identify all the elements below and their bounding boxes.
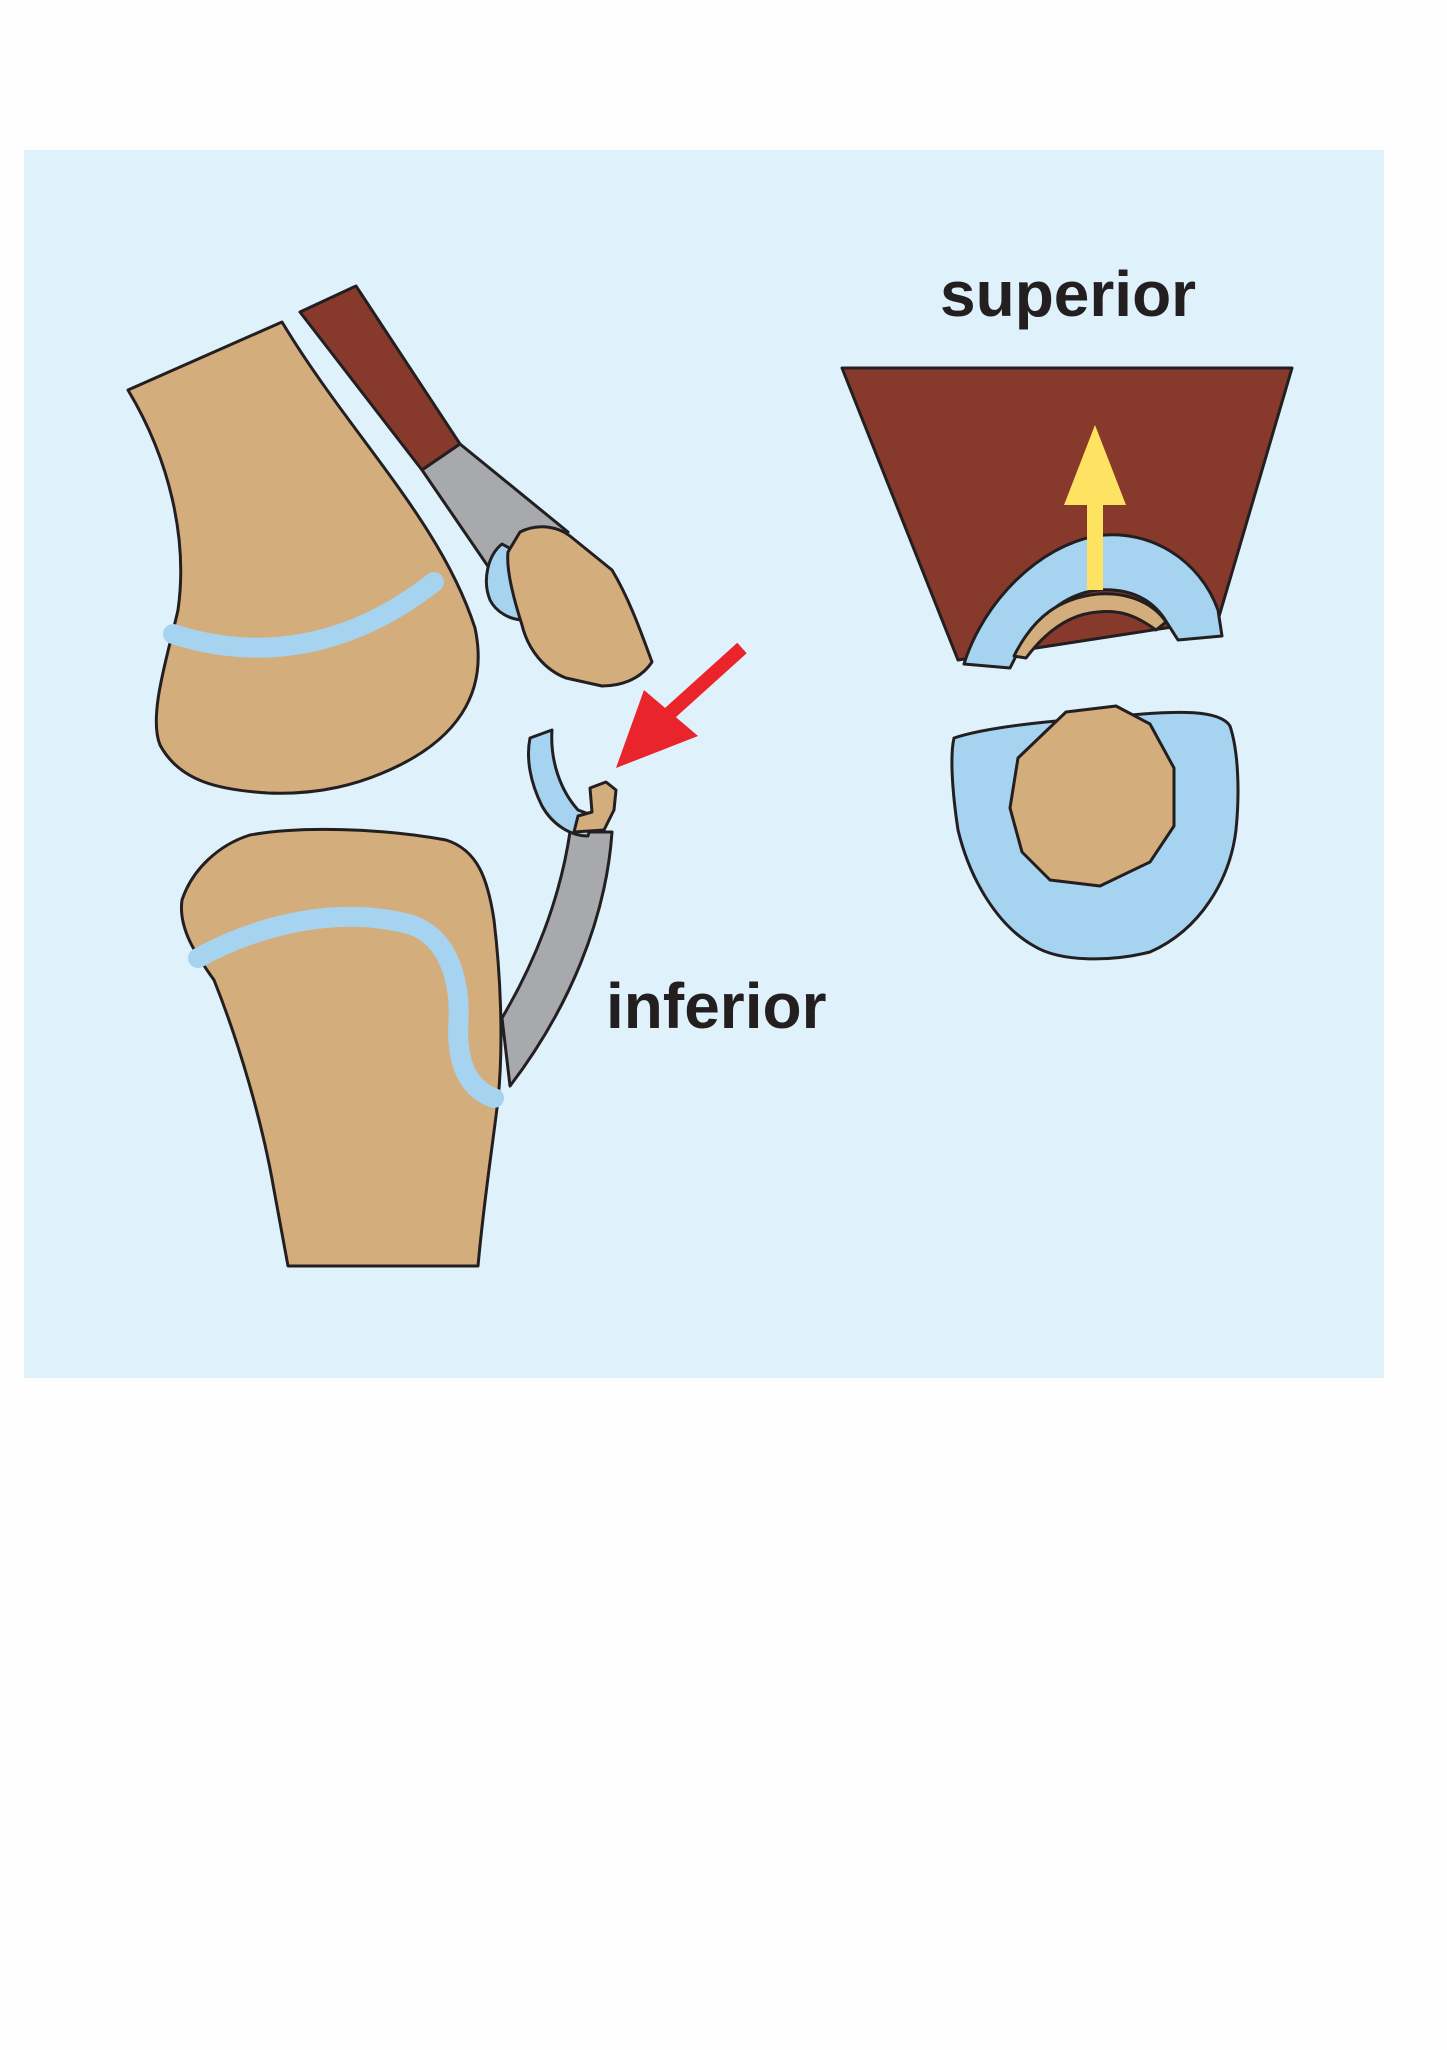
patellar-tendon (500, 830, 614, 1088)
fracture-arrow (616, 642, 747, 768)
lower-bone-disc (1008, 704, 1176, 888)
tibial-growth-plate (188, 906, 504, 1108)
traction-arrow (1064, 425, 1126, 590)
patella-bone (506, 525, 654, 688)
upper-bone-fragment (1012, 592, 1168, 660)
lateral-knee-view (126, 284, 747, 1268)
label-superior: superior (940, 258, 1196, 330)
label-inferior: inferior (606, 970, 826, 1042)
femur (126, 320, 480, 795)
femoral-growth-plate (163, 572, 444, 658)
avulsed-cartilage-sleeve (527, 728, 596, 838)
avulsed-bone-fragment (572, 780, 618, 834)
sleeve-detail-view (840, 366, 1294, 961)
